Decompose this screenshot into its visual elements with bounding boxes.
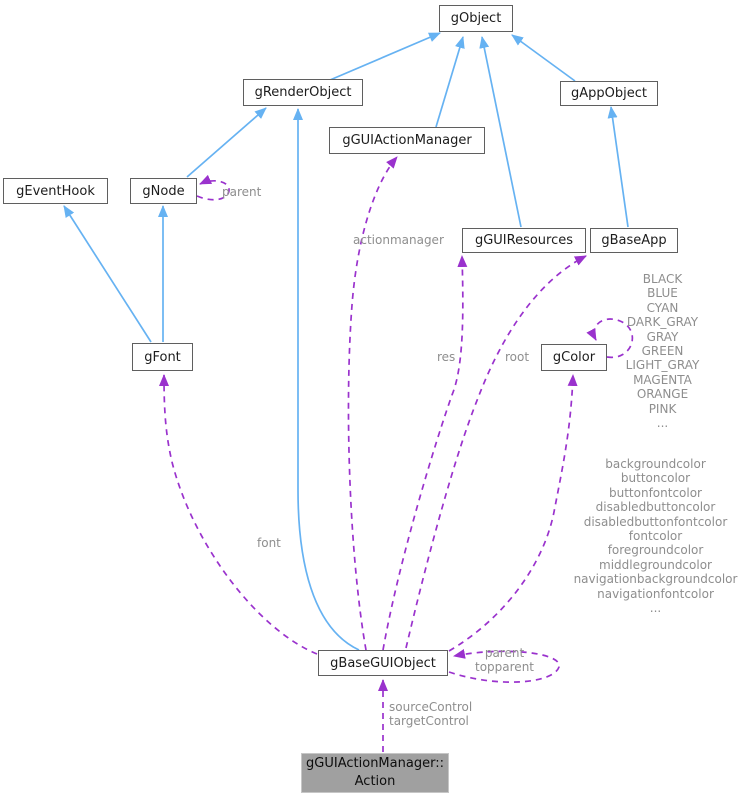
- edge-usage-gnode-self-parent: [196, 174, 230, 201]
- edge-usage-res: [382, 255, 468, 651]
- edge-usage-gbaseguiobject-self-parent: [448, 649, 560, 683]
- focus-node-label-line2: Action: [354, 774, 396, 789]
- edge-label-res: res: [437, 350, 456, 364]
- gcolor-constant-line: PINK: [648, 401, 677, 416]
- node-gguiactionmanager-action: gGUIActionManager:: Action: [301, 753, 449, 793]
- edge-inheritance-gguiresources-gobject: [479, 36, 522, 228]
- gcolor-member-line: disabledbuttonfontcolor: [583, 514, 728, 529]
- gcolor-member-line: ...: [649, 601, 662, 616]
- edge-usage-font: [159, 374, 318, 655]
- gcolor-member-line: foregroundcolor: [607, 543, 704, 558]
- edge-label-sourcecontrol-targetcontrol: sourceControl targetControl: [389, 700, 472, 729]
- node-gbaseapp[interactable]: gBaseApp: [590, 228, 678, 253]
- edge-label-gnode-parent: parent: [222, 185, 262, 199]
- node-gguiresources[interactable]: gGUIResources: [462, 228, 586, 253]
- gcolor-constant-line: LIGHT_GRAY: [625, 358, 700, 373]
- edge-inheritance-grenderobject-gobject: [329, 32, 441, 81]
- node-gcolor[interactable]: gColor: [541, 344, 607, 371]
- edge-usage-colors: [448, 374, 578, 652]
- node-gnode[interactable]: gNode: [130, 178, 197, 204]
- node-grenderobject[interactable]: gRenderObject: [243, 79, 363, 106]
- edge-label-root: root: [505, 350, 530, 364]
- gcolor-member-line: navigationfontcolor: [597, 586, 714, 601]
- node-gguiactionmanager[interactable]: gGUIActionManager: [329, 127, 485, 154]
- edge-inheritance-gbaseguiobject-grenderobject: [293, 108, 360, 651]
- gcolor-constant-line: MAGENTA: [633, 372, 692, 387]
- edge-label-topparent: topparent: [475, 660, 534, 675]
- gcolor-member-line: buttoncolor: [620, 471, 691, 486]
- node-gappobject[interactable]: gAppObject: [560, 81, 658, 106]
- edge-label-targetcontrol: targetControl: [389, 714, 469, 729]
- gcolor-constant-line: GRAY: [646, 329, 679, 344]
- focus-node-label-line1: gGUIActionManager::: [306, 756, 444, 772]
- gcolor-constant-line: GREEN: [641, 344, 684, 359]
- gcolor-member-line: navigationbackgroundcolor: [573, 572, 738, 587]
- gcolor-constant-line: ...: [656, 416, 669, 431]
- edge-inheritance-gguiactionmanager-gobject: [435, 36, 465, 128]
- node-geventhook[interactable]: gEventHook: [3, 178, 108, 204]
- edge-inheritance-gfont-geventhook: [63, 205, 152, 343]
- gcolor-member-line: fontcolor: [628, 529, 683, 544]
- gcolor-constant-line: DARK_GRAY: [626, 315, 699, 330]
- edge-label-actionmanager: actionmanager: [353, 233, 444, 247]
- gcolor-constant-line: BLUE: [647, 286, 678, 301]
- node-gfont[interactable]: gFont: [132, 343, 193, 371]
- gcolor-member-line: disabledbuttoncolor: [595, 500, 716, 515]
- edge-usage-gcolor-self-constants: [586, 318, 634, 359]
- edge-label-sourcecontrol: sourceControl: [389, 700, 473, 714]
- edge-inheritance-gbaseapp-gappobject: [607, 106, 629, 228]
- node-gobject[interactable]: gObject: [439, 5, 513, 32]
- gcolor-constant-line: BLACK: [642, 272, 683, 286]
- gcolor-member-line: buttonfontcolor: [608, 485, 702, 500]
- gcolor-constant-line: ORANGE: [636, 387, 689, 402]
- node-gbaseguiobject[interactable]: gBaseGUIObject: [318, 650, 448, 676]
- gcolor-constant-line: CYAN: [646, 300, 679, 315]
- edge-label-parent: parent: [484, 646, 525, 660]
- edge-label-font: font: [257, 536, 281, 550]
- gcolor-member-line: backgroundcolor: [605, 457, 706, 471]
- edge-usage-root: [405, 255, 587, 649]
- edge-usage-actionmanager: [347, 156, 398, 651]
- edge-inheritance-gappobject-gobject: [511, 34, 576, 82]
- gcolor-member-line: middlegroundcolor: [599, 557, 712, 572]
- edge-label-parent-topparent: parent topparent: [462, 646, 547, 675]
- edge-inheritance-gnode-grenderobject: [186, 107, 267, 178]
